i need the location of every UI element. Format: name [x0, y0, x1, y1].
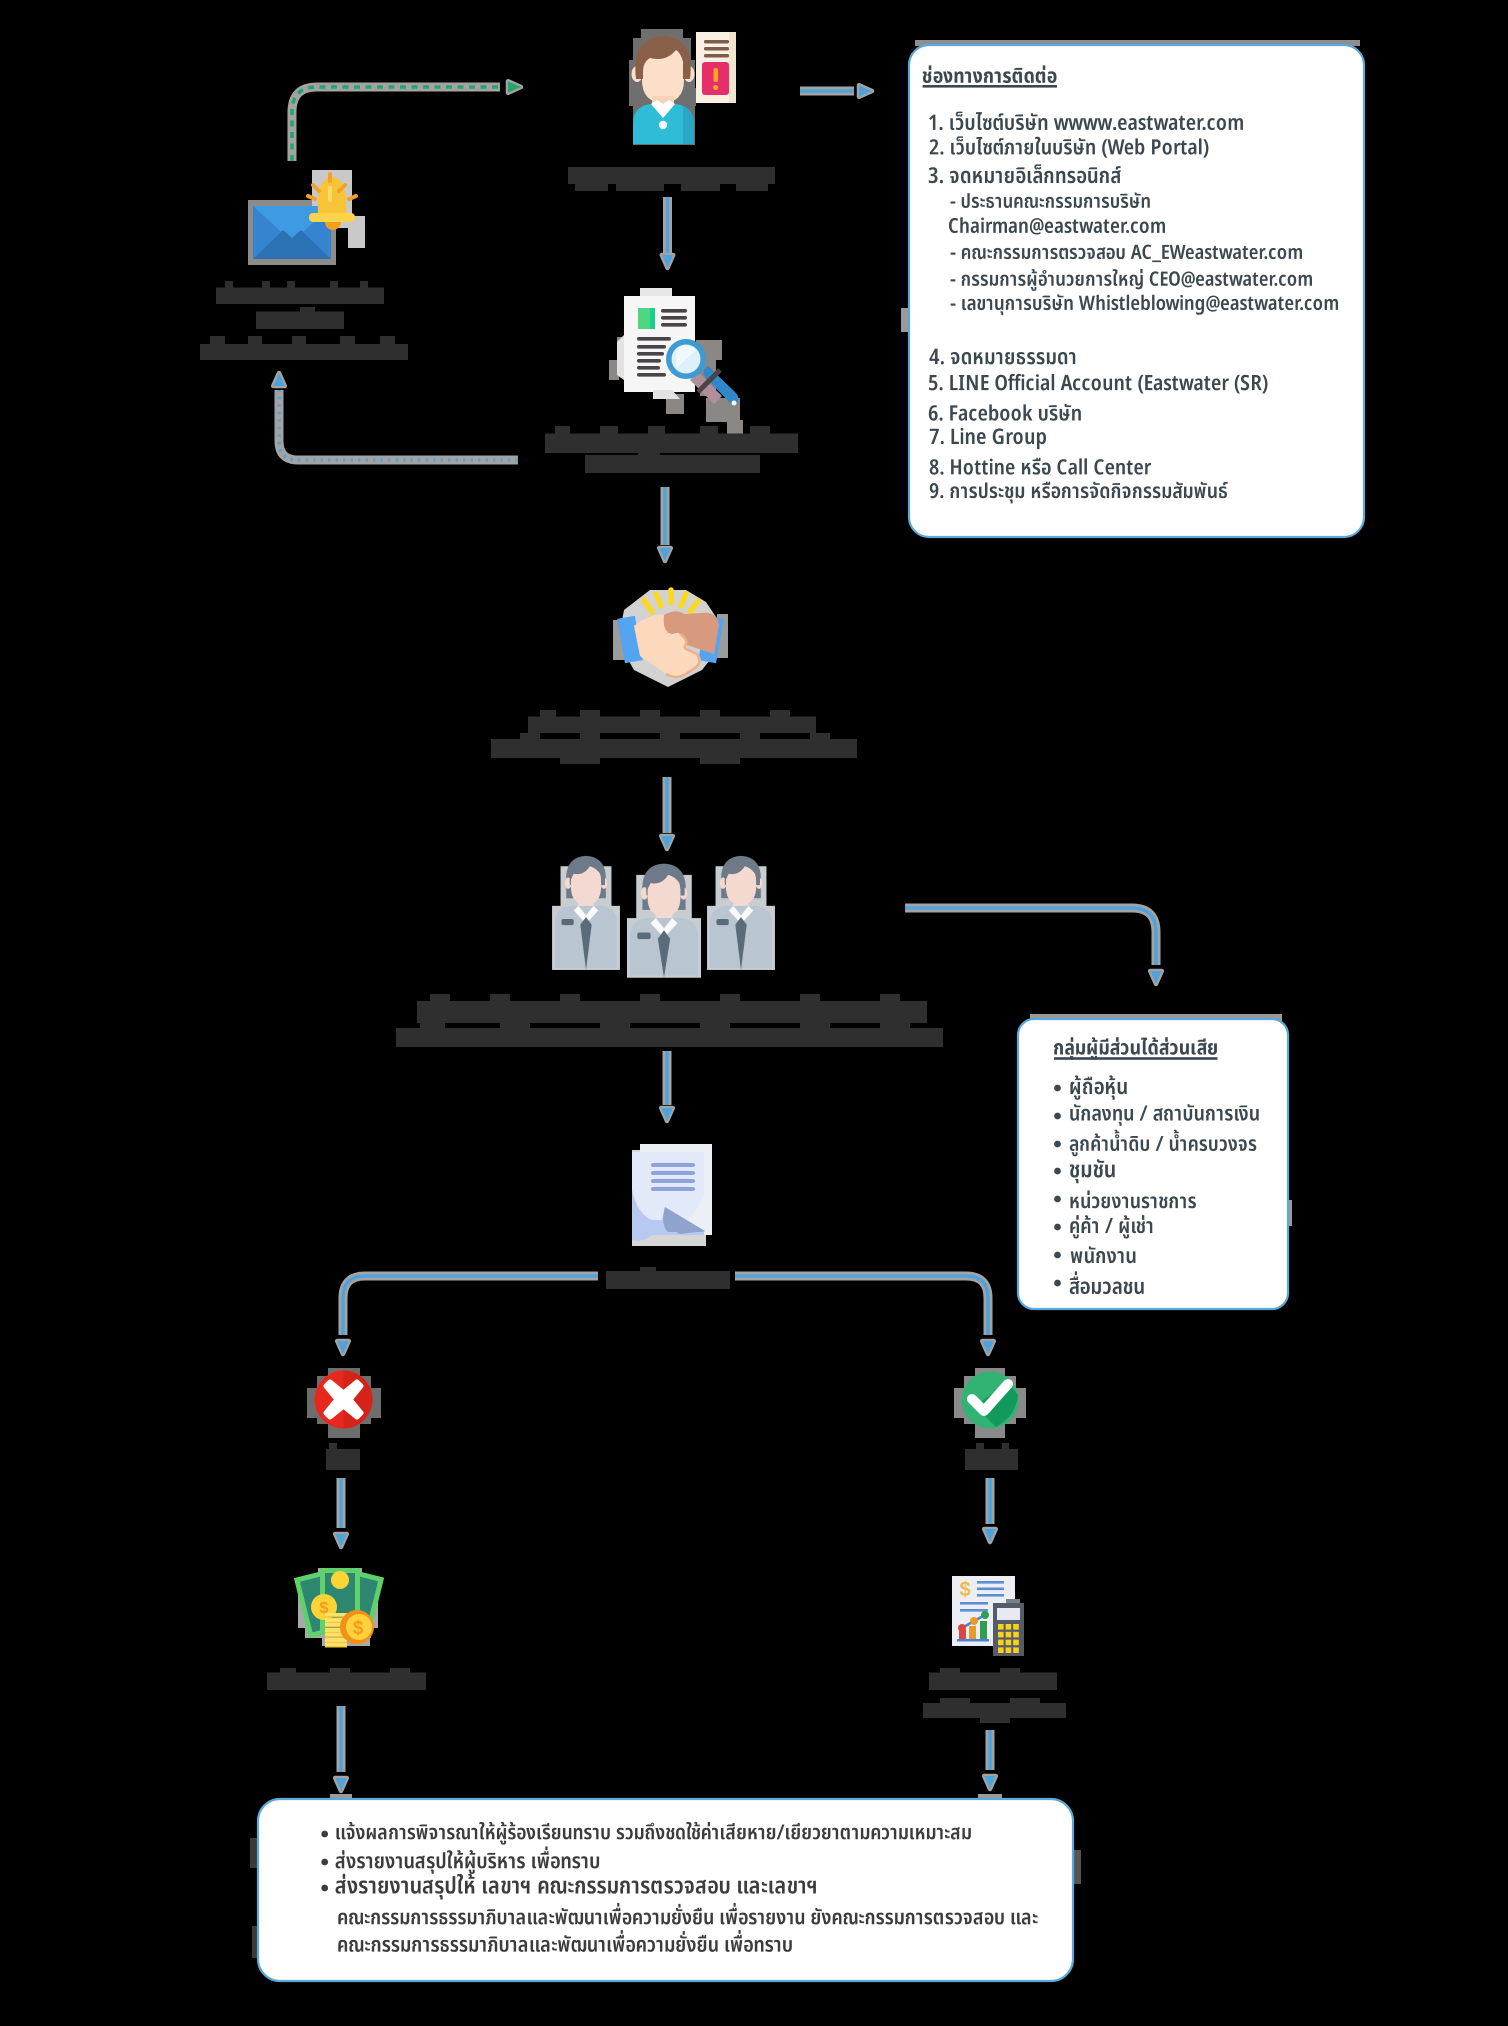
svg-text:$: $ [320, 1600, 329, 1617]
svg-text:$: $ [353, 1618, 364, 1639]
svg-text:$: $ [959, 1579, 970, 1601]
